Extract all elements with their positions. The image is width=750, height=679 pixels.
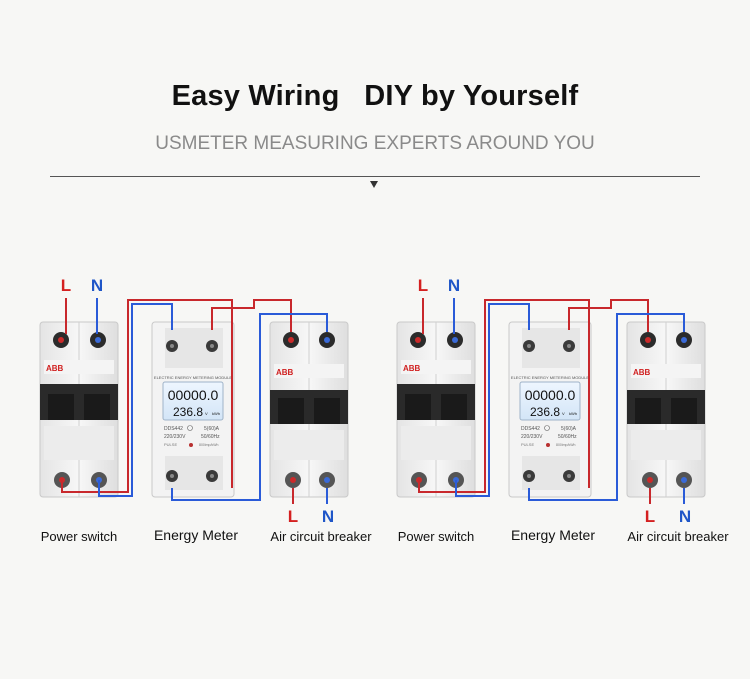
page-title: Easy Wiring DIY by Yourself bbox=[171, 80, 579, 112]
air-circuit-breaker: ABB bbox=[269, 321, 349, 498]
meter-rating: 5(60)A bbox=[561, 426, 577, 432]
power-switch-caption: Power switch bbox=[41, 529, 118, 544]
meter-impulse-constant: 800imp/kWh bbox=[199, 443, 219, 447]
line-wire-meter-to-breaker bbox=[568, 299, 649, 332]
lcd-volt-unit: V bbox=[205, 411, 208, 416]
line-wire-switch-to-meter bbox=[61, 299, 233, 493]
line-label: L bbox=[288, 507, 298, 526]
power-switch-caption: Power switch bbox=[398, 529, 475, 544]
air-circuit-breaker: ABB bbox=[626, 321, 706, 498]
lcd-volt-unit: V bbox=[562, 411, 565, 416]
wiring-panel-1: ABB L N ELECTRIC ENERGY METERING MODULE … bbox=[39, 276, 372, 544]
lcd-reading-bottom: 236.8 bbox=[173, 405, 203, 419]
neutral-label: N bbox=[322, 507, 334, 526]
brand-logo: ABB bbox=[46, 364, 64, 373]
energy-meter: ELECTRIC ENERGY METERING MODULE 00000.0 … bbox=[151, 321, 235, 498]
page-subtitle: USMETER MEASURING EXPERTS AROUND YOU bbox=[155, 133, 595, 154]
lcd-reading-bottom: 236.8 bbox=[530, 405, 560, 419]
meter-voltage: 220/230V bbox=[164, 434, 186, 440]
meter-frequency: 50/60Hz bbox=[558, 434, 577, 440]
lcd-reading-top: 00000.0 bbox=[168, 387, 219, 403]
line-label: L bbox=[418, 276, 428, 295]
meter-voltage: 220/230V bbox=[521, 434, 543, 440]
energy-meter-caption: Energy Meter bbox=[511, 527, 595, 543]
meter-model: DDS442 bbox=[521, 426, 540, 432]
meter-pulse-label: PULSE bbox=[521, 442, 534, 447]
line-label: L bbox=[61, 276, 71, 295]
divider-line bbox=[50, 176, 700, 177]
lcd-reading-top: 00000.0 bbox=[525, 387, 576, 403]
brand-logo: ABB bbox=[403, 364, 421, 373]
meter-module-title: ELECTRIC ENERGY METERING MODULE bbox=[511, 375, 589, 380]
line-wire-meter-to-breaker bbox=[211, 299, 292, 332]
neutral-wire-meter-to-breaker bbox=[171, 313, 328, 501]
lcd-kwh-unit: kWh bbox=[212, 411, 220, 416]
meter-module-title: ELECTRIC ENERGY METERING MODULE bbox=[154, 375, 232, 380]
down-arrow-icon bbox=[370, 181, 378, 188]
power-switch: ABB bbox=[396, 321, 476, 498]
lcd-kwh-unit: kWh bbox=[569, 411, 577, 416]
meter-impulse-constant: 800imp/kWh bbox=[556, 443, 576, 447]
power-switch: ABB bbox=[39, 321, 119, 498]
breaker-caption: Air circuit breaker bbox=[627, 529, 729, 544]
wiring-panel-2: ABB L N ELECTRIC ENERGY METERING MODULE … bbox=[396, 276, 729, 544]
meter-rating: 5(60)A bbox=[204, 426, 220, 432]
line-label: L bbox=[645, 507, 655, 526]
energy-meter: ELECTRIC ENERGY METERING MODULE 00000.0 … bbox=[508, 321, 592, 498]
meter-frequency: 50/60Hz bbox=[201, 434, 220, 440]
energy-meter-caption: Energy Meter bbox=[154, 527, 238, 543]
neutral-wire-switch-to-meter bbox=[98, 303, 173, 497]
meter-model: DDS442 bbox=[164, 426, 183, 432]
neutral-wire-meter-to-breaker bbox=[528, 313, 685, 501]
neutral-label: N bbox=[679, 507, 691, 526]
breaker-caption: Air circuit breaker bbox=[270, 529, 372, 544]
line-wire-switch-to-meter bbox=[418, 299, 590, 493]
brand-logo: ABB bbox=[633, 368, 651, 377]
neutral-label: N bbox=[448, 276, 460, 295]
brand-logo: ABB bbox=[276, 368, 294, 377]
neutral-wire-switch-to-meter bbox=[455, 303, 530, 497]
meter-pulse-label: PULSE bbox=[164, 442, 177, 447]
neutral-label: N bbox=[91, 276, 103, 295]
